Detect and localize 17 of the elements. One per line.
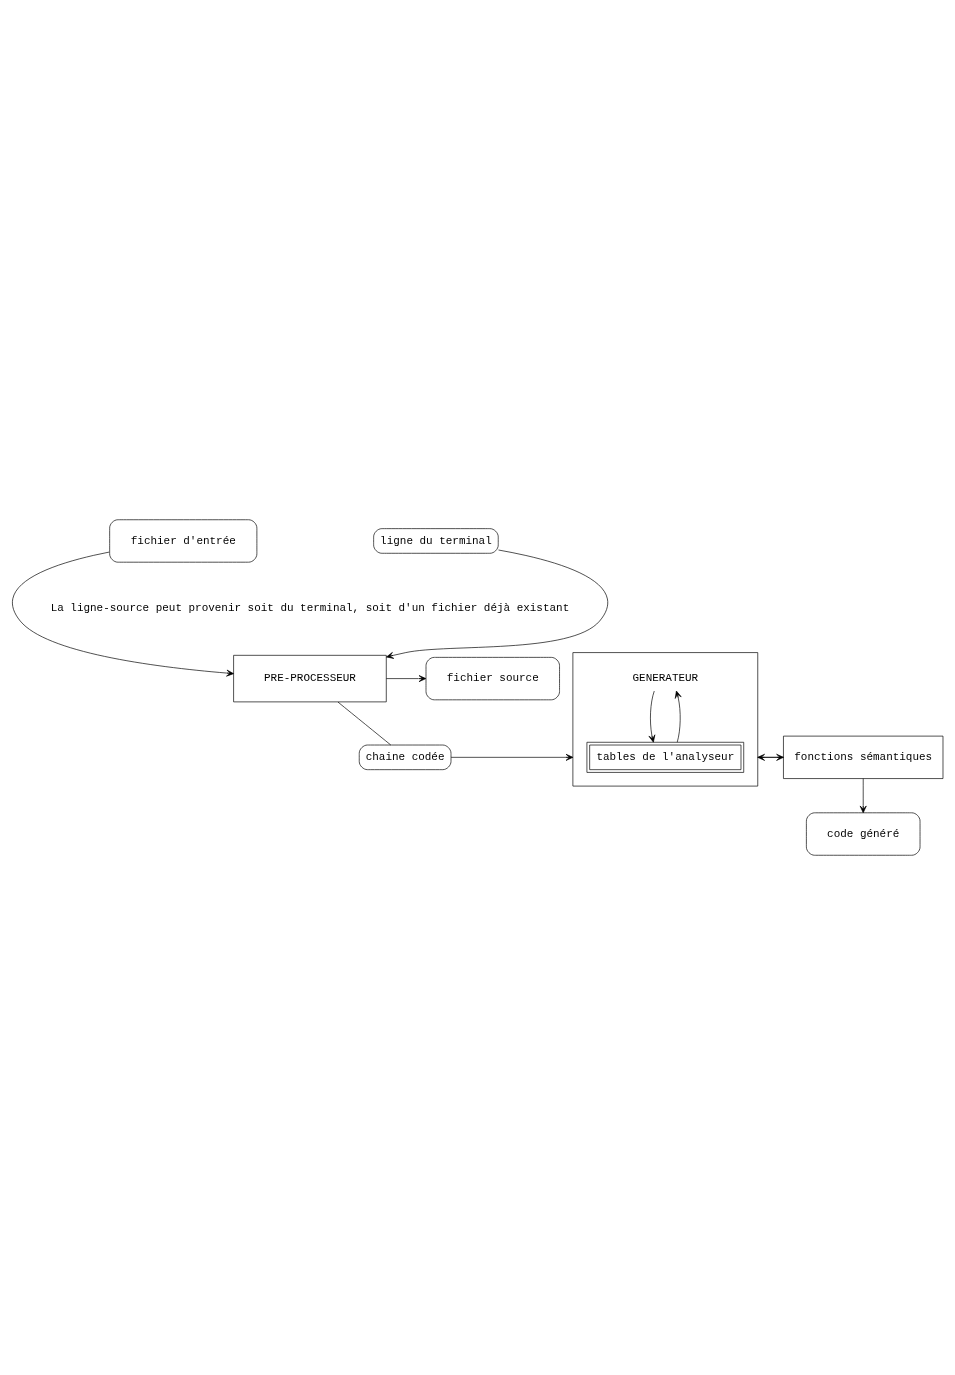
connector	[337, 701, 392, 746]
arrow	[386, 675, 427, 682]
arrow	[386, 549, 609, 659]
node-box: fonctions sémantiques	[783, 735, 944, 779]
node-box: fichier source	[425, 657, 560, 701]
arrow	[757, 753, 784, 761]
arrow	[12, 551, 234, 677]
node-box: ligne du terminal	[373, 528, 499, 554]
node-box: PRE-PROCESSEUR	[233, 655, 387, 703]
node-box: fichier d'entrée	[109, 519, 258, 563]
node-box: code généré	[806, 812, 921, 856]
arrow	[859, 778, 867, 814]
arrow	[450, 753, 574, 761]
node-box: chaine codée	[358, 744, 452, 770]
arrow	[648, 690, 656, 743]
label: La ligne-source peut provenir soit du terminal, soit d'un fichier déjà existant	[50, 602, 570, 615]
arrow	[674, 690, 682, 743]
